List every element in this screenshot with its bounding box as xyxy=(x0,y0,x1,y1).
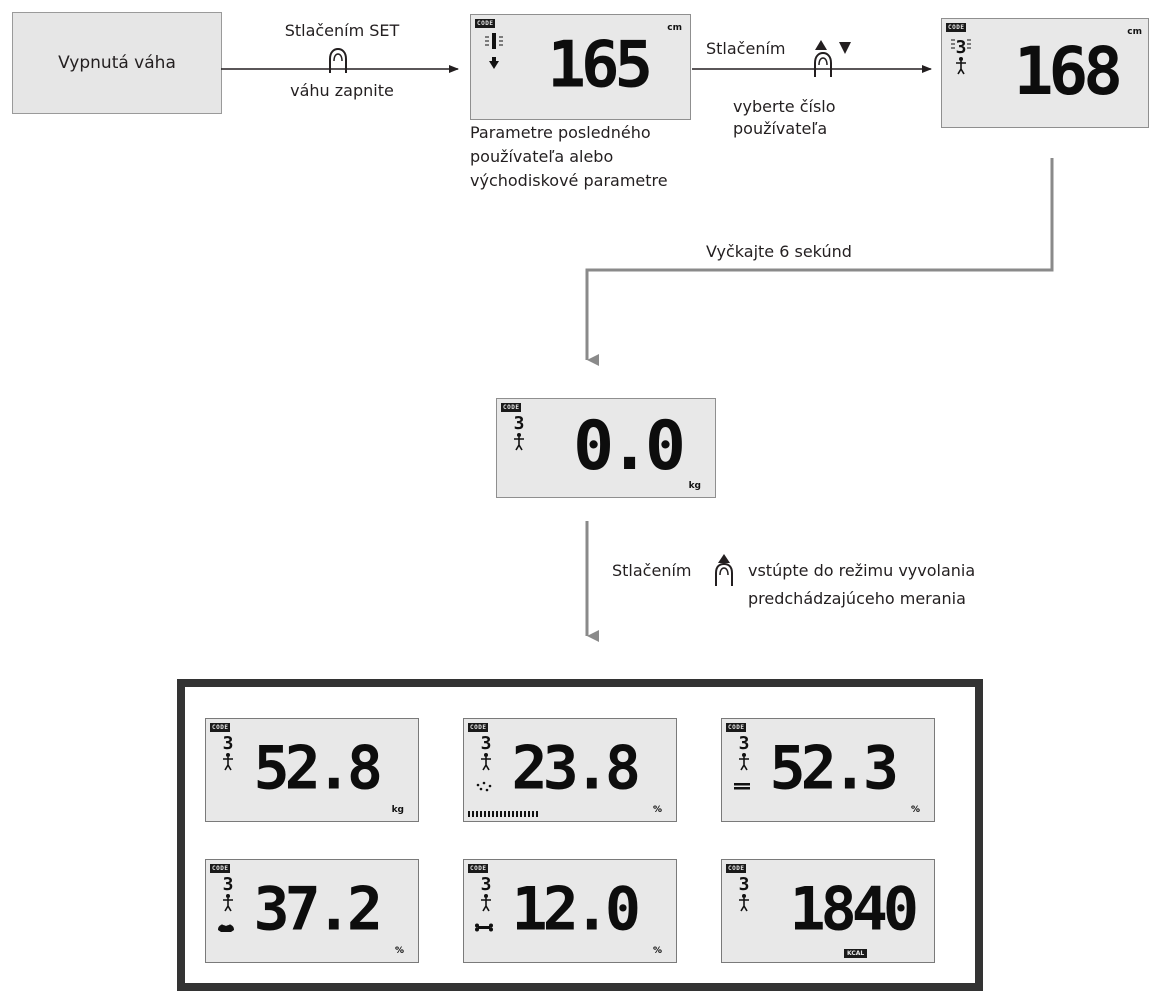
water-icon xyxy=(734,783,750,790)
code-tag: CODE xyxy=(210,864,231,873)
user-blink-icon xyxy=(485,33,503,69)
up-down-button-icon xyxy=(814,40,851,77)
step2-user-label: používateľa xyxy=(733,119,828,138)
step3-previous-measurement: predchádzajúceho merania xyxy=(748,589,966,608)
lcd-height-selected-user: CODE 3 168 cm xyxy=(941,18,1149,128)
user-blink-icon: 3 xyxy=(951,37,971,75)
user-3-icon: 3 xyxy=(223,733,234,771)
fat-icon xyxy=(476,781,492,792)
code-tag: CODE xyxy=(468,864,489,873)
code-tag: CODE xyxy=(468,723,489,732)
step1-press-set: Stlačením SET xyxy=(284,21,400,40)
user-3-icon: 3 xyxy=(739,874,750,912)
lcd-value: 52.3 xyxy=(769,733,899,804)
lcd-value: 165 xyxy=(547,28,653,103)
lcd-unit: kg xyxy=(391,805,404,815)
note-last-user-line2: používateľa alebo xyxy=(470,147,614,166)
user-3-icon: 3 xyxy=(481,874,492,912)
code-tag: CODE xyxy=(726,723,747,732)
step2-press: Stlačením xyxy=(706,39,786,58)
up-button-icon xyxy=(715,554,733,586)
finger-press-icon xyxy=(329,47,347,73)
svg-text:3: 3 xyxy=(514,413,525,434)
code-tag: CODE xyxy=(210,723,231,732)
svg-text:3: 3 xyxy=(223,874,234,895)
lcd-value: 23.8 xyxy=(511,733,641,804)
fat-level-bars xyxy=(468,811,538,817)
start-box-label: Vypnutá váha xyxy=(58,53,176,73)
lcd-value: 1840 xyxy=(789,874,919,945)
user-number: 3 xyxy=(956,37,967,58)
code-tag: CODE xyxy=(475,19,496,28)
step2-select-user: vyberte číslo xyxy=(733,97,836,116)
code-tag: CODE xyxy=(726,864,747,873)
bone-icon xyxy=(475,923,493,932)
svg-text:3: 3 xyxy=(739,874,750,895)
wait-6-seconds: Vyčkajte 6 sekúnd xyxy=(706,242,852,261)
lcd-value: 168 xyxy=(1013,32,1123,110)
note-last-user-line3: východiskové parametre xyxy=(470,171,668,190)
svg-text:3: 3 xyxy=(481,733,492,754)
step3-press: Stlačením xyxy=(612,561,692,580)
lcd-unit: kg xyxy=(688,481,701,491)
start-box-scale-off: Vypnutá váha xyxy=(12,12,222,114)
code-tag: CODE xyxy=(501,403,522,412)
user-3-icon: 3 xyxy=(223,874,234,912)
lcd-value: 12.0 xyxy=(511,874,641,945)
step1-turn-on: váhu zapnite xyxy=(290,81,394,100)
user-3-icon: 3 xyxy=(481,733,492,771)
note-last-user-line1: Parametre posledného xyxy=(470,123,651,142)
lcd-value: 37.2 xyxy=(253,874,383,945)
user-3-icon: 3 xyxy=(739,733,750,771)
step3-enter-recall: vstúpte do režimu vyvolania xyxy=(748,561,976,580)
lcd-weight-zero: CODE 3 0.0 kg xyxy=(496,398,716,498)
lcd-value: 0.0 xyxy=(573,406,686,486)
svg-text:3: 3 xyxy=(481,874,492,895)
lcd-unit: cm xyxy=(667,23,682,33)
lcd-unit: % xyxy=(652,946,662,956)
arrow-wait-path xyxy=(585,158,1054,366)
svg-text:3: 3 xyxy=(739,733,750,754)
kcal-tag: KCAL xyxy=(844,949,868,958)
lcd-unit: % xyxy=(394,946,404,956)
user-3-icon: 3 xyxy=(514,413,525,451)
muscle-icon xyxy=(218,924,234,932)
lcd-height-last-user: CODE 165 cm xyxy=(470,14,691,120)
lcd-unit: cm xyxy=(1127,27,1142,37)
lcd-unit: % xyxy=(910,805,920,815)
code-tag: CODE xyxy=(946,23,967,32)
lcd-unit: % xyxy=(652,805,662,815)
lcd-value: 52.8 xyxy=(253,733,383,804)
svg-text:3: 3 xyxy=(223,733,234,754)
